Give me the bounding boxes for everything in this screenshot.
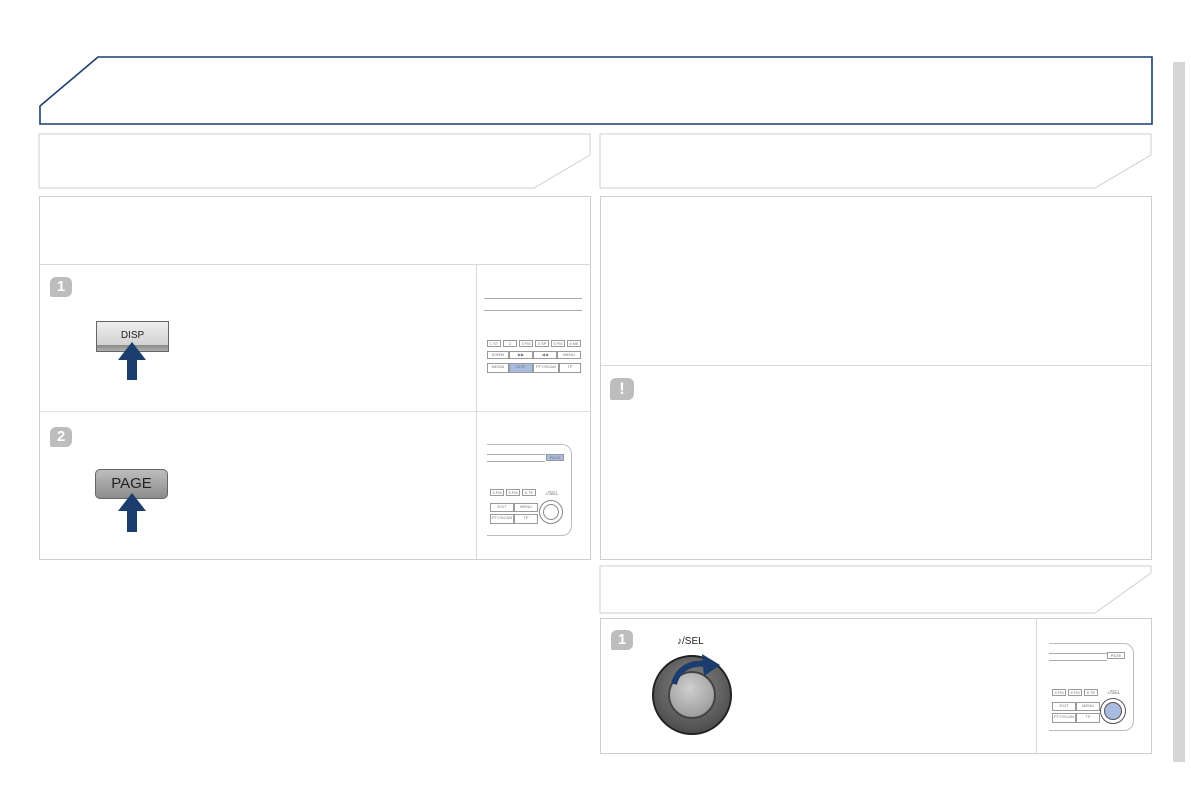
- control-key: MEDIA: [487, 363, 509, 373]
- radio-panel-thumbnail: PAGE 4 FM 5 FM 6 TE EXIT MENU PTY/SCAN T…: [487, 444, 572, 536]
- preset-key: 6 TE: [522, 489, 536, 496]
- divider: [1036, 619, 1037, 753]
- control-key: EXIT: [1052, 702, 1076, 711]
- rotate-arrow-icon: [671, 654, 720, 685]
- control-key: ◀◀: [533, 351, 557, 359]
- sel-knob-icon-highlighted: [1100, 698, 1126, 724]
- sel-knob-label: ♪/SEL: [545, 491, 559, 497]
- press-arrow-icon: [118, 493, 146, 532]
- right-section-header: [599, 133, 1152, 189]
- preset-key: 1 ST: [487, 340, 501, 347]
- left-section-header: [38, 133, 591, 189]
- page-key: PAGE: [1107, 652, 1125, 659]
- preset-key: 4 SP: [535, 340, 549, 347]
- preset-key: 5 FM: [1068, 689, 1082, 696]
- control-key: ▶▶: [509, 351, 533, 359]
- sel-knob-inner: [543, 504, 559, 520]
- divider: [476, 265, 477, 559]
- control-key: PTY/SCAN: [1052, 713, 1076, 723]
- preset-key: 6 TE: [1084, 689, 1098, 696]
- thumbnail-top-line: [484, 310, 582, 311]
- divider: [40, 411, 590, 412]
- control-key: TP: [559, 363, 581, 373]
- preset-key: 5 FM: [551, 340, 565, 347]
- thumbnail-top-line: [487, 454, 545, 455]
- control-key: TP: [1076, 713, 1100, 723]
- thumbnail-top-line: [1049, 660, 1107, 661]
- preset-key: 6 ME: [567, 340, 581, 347]
- control-key: PTY/SCAN: [533, 363, 559, 373]
- step-number: 1: [50, 277, 72, 297]
- right-content-panel: [600, 196, 1152, 560]
- control-key: EXIT: [490, 503, 514, 512]
- control-key: TP: [514, 514, 538, 524]
- sel-knob-icon: [652, 655, 732, 735]
- warning-icon: !: [610, 378, 634, 400]
- press-arrow-icon: [118, 342, 146, 380]
- radio-panel-thumbnail: 1 ST 2 DGM 3 FM 4 SP 5 FM 6 ME SORIN ▶▶ …: [484, 295, 582, 379]
- radio-panel-thumbnail: PAGE 4 FM 5 FM 6 TE EXIT MENU PTY/SCAN T…: [1049, 643, 1134, 731]
- sel-knob-icon: [539, 500, 563, 524]
- preset-key: 2 DGM: [503, 340, 517, 347]
- right-lower-section-header: [599, 565, 1152, 614]
- control-key: PTY/SCAN: [490, 514, 514, 524]
- header-banner: [39, 56, 1153, 125]
- control-key: MENU: [514, 503, 538, 512]
- preset-key: 4 FM: [490, 489, 504, 496]
- thumbnail-top-line: [487, 461, 545, 462]
- preset-key: 4 FM: [1052, 689, 1066, 696]
- disp-key-highlighted: DISP: [509, 363, 533, 373]
- divider: [40, 264, 590, 265]
- preset-key: 3 FM: [519, 340, 533, 347]
- divider: [601, 365, 1151, 366]
- control-key: SORIN: [487, 351, 509, 359]
- thumbnail-top-line: [484, 298, 582, 299]
- control-key: MENU: [557, 351, 581, 359]
- step-number: 1: [611, 630, 633, 650]
- sel-knob-inner: [1104, 702, 1122, 720]
- page-edge-strip: [1173, 62, 1185, 762]
- knob-label: ♪/SEL: [677, 636, 704, 647]
- sel-knob-label: ♪/SEL: [1107, 690, 1121, 696]
- preset-key: 5 FM: [506, 489, 520, 496]
- thumbnail-top-line: [1049, 653, 1107, 654]
- step-number: 2: [50, 427, 72, 447]
- page-key-highlighted: PAGE: [546, 454, 564, 461]
- control-key: MENU: [1076, 702, 1100, 711]
